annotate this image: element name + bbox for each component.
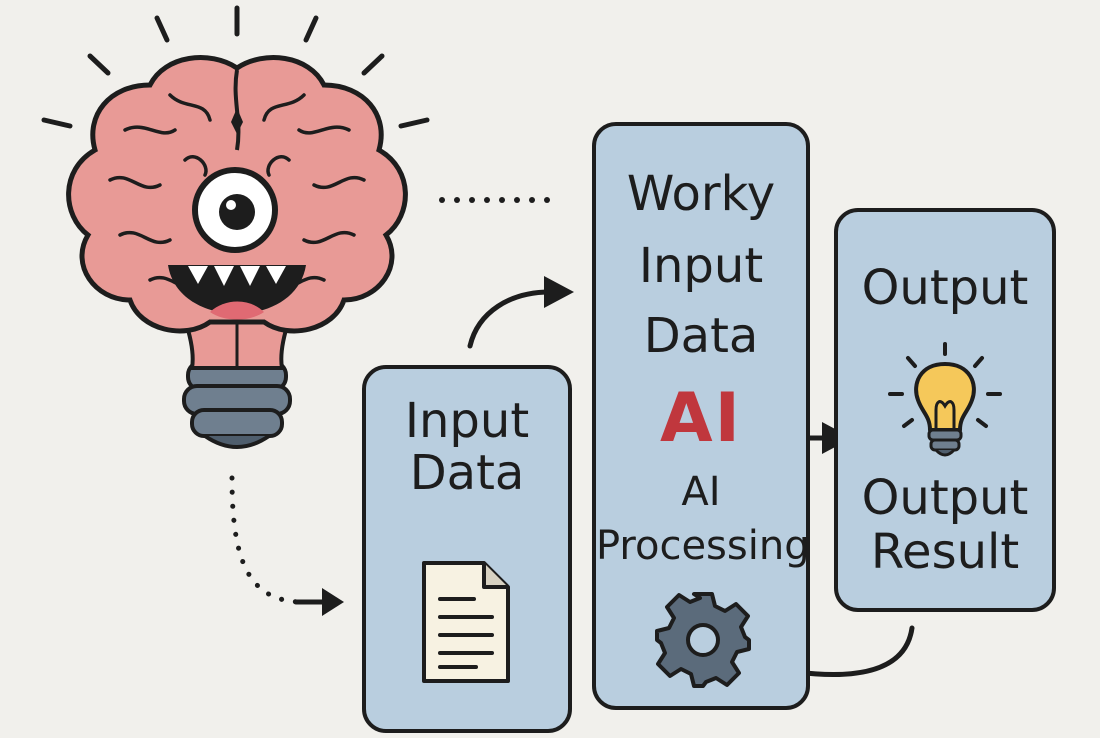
ai-processing-box: Worky Input Data AI AI Processing — [592, 122, 810, 710]
dotted-connector-top — [439, 197, 550, 203]
return-connector — [793, 625, 915, 677]
input-data-box: Input Data — [362, 365, 572, 733]
mascot-mouth-icon — [168, 265, 306, 320]
process-sub-line1: AI — [681, 469, 721, 515]
process-title-line1: Worky — [626, 166, 776, 222]
output-box: Output Output Result — [834, 208, 1056, 612]
ai-label: AI — [660, 379, 742, 458]
arrow-input-to-process-icon — [467, 276, 574, 349]
output-result-line2: Result — [870, 524, 1020, 580]
process-sub-line2: Processing — [596, 523, 810, 569]
output-title: Output — [861, 260, 1029, 316]
idea-rays-icon — [41, 5, 430, 129]
brain-lightbulb-mascot-icon — [66, 55, 408, 449]
process-title-line2: Input — [638, 238, 764, 294]
input-title-line1: Input — [404, 393, 530, 449]
dotted-arrow-to-input-icon — [229, 475, 344, 616]
process-title-line3: Data — [643, 308, 759, 364]
lightbulb-icon — [888, 342, 1002, 457]
input-title-line2: Data — [409, 445, 525, 501]
gear-icon — [655, 592, 751, 688]
mascot-eye-icon — [192, 167, 278, 253]
output-result-line1: Output — [861, 470, 1029, 526]
bulb-base-icon — [182, 360, 292, 449]
document-icon — [422, 561, 510, 683]
